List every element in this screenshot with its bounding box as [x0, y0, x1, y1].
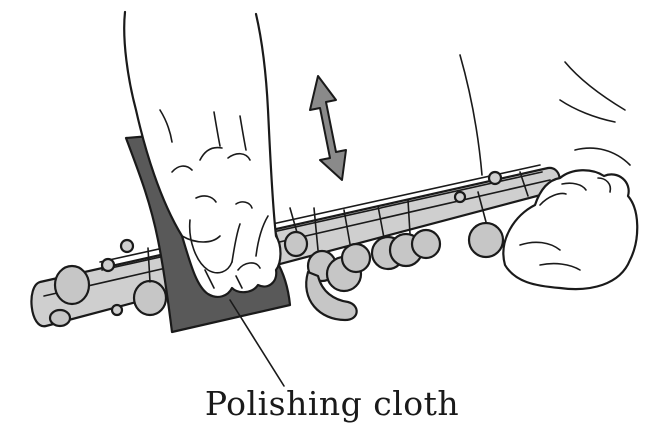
- double-arrow-icon: [309, 75, 347, 181]
- cloth-label: Polishing cloth: [204, 384, 460, 423]
- flute: [30, 164, 561, 328]
- label-leader-line: [229, 299, 285, 387]
- right-hand-back: [459, 54, 631, 176]
- right-hand-fingers: [502, 169, 639, 291]
- left-hand: [123, 10, 282, 298]
